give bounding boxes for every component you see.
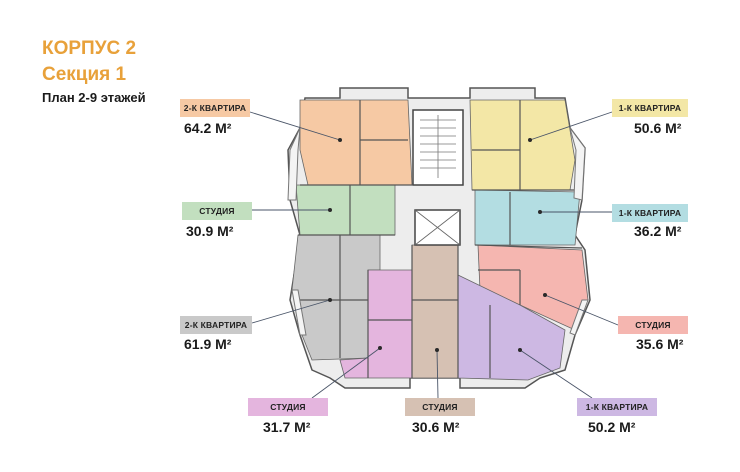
unit-u9-area-value: 50.2 М²: [588, 419, 636, 435]
building-title: КОРПУС 2: [42, 38, 137, 59]
unit-u4-area-value: 36.2 М²: [634, 223, 682, 239]
unit-u5-area: [291, 234, 381, 361]
unit-u3-type: СТУДИЯ: [182, 202, 252, 220]
unit-u2-area: [469, 99, 576, 191]
callout-lines: [249, 111, 619, 399]
unit-u3-area-value: 30.9 М²: [186, 223, 234, 239]
balconies: [287, 127, 589, 336]
unit-u5-type: 2-К КВАРТИРА: [180, 316, 252, 334]
unit-u2-area-value: 50.6 М²: [634, 120, 682, 136]
unit-u7-area-value: 31.7 М²: [263, 419, 311, 435]
unit-u7-type: СТУДИЯ: [248, 398, 328, 416]
unit-u6-type: СТУДИЯ: [618, 316, 688, 334]
unit-u2-type: 1-К КВАРТИРА: [612, 99, 688, 117]
floor-range: План 2-9 этажей: [42, 90, 146, 105]
unit-u1-type: 2-К КВАРТИРА: [180, 99, 250, 117]
unit-u8-type: СТУДИЯ: [405, 398, 475, 416]
unit-u8-area-value: 30.6 М²: [412, 419, 460, 435]
unit-u5-area-value: 61.9 М²: [184, 336, 232, 352]
unit-u4-type: 1-К КВАРТИРА: [612, 204, 688, 222]
unit-u6-area-value: 35.6 М²: [636, 336, 684, 352]
unit-u1-area: [299, 99, 413, 186]
unit-u9-type: 1-К КВАРТИРА: [577, 398, 657, 416]
interior-walls: [298, 100, 583, 378]
unit-u1-area-value: 64.2 М²: [184, 120, 232, 136]
unit-u4-area: [474, 189, 581, 246]
section-title: Секция 1: [42, 64, 127, 85]
unit-u8-area: [411, 244, 459, 379]
